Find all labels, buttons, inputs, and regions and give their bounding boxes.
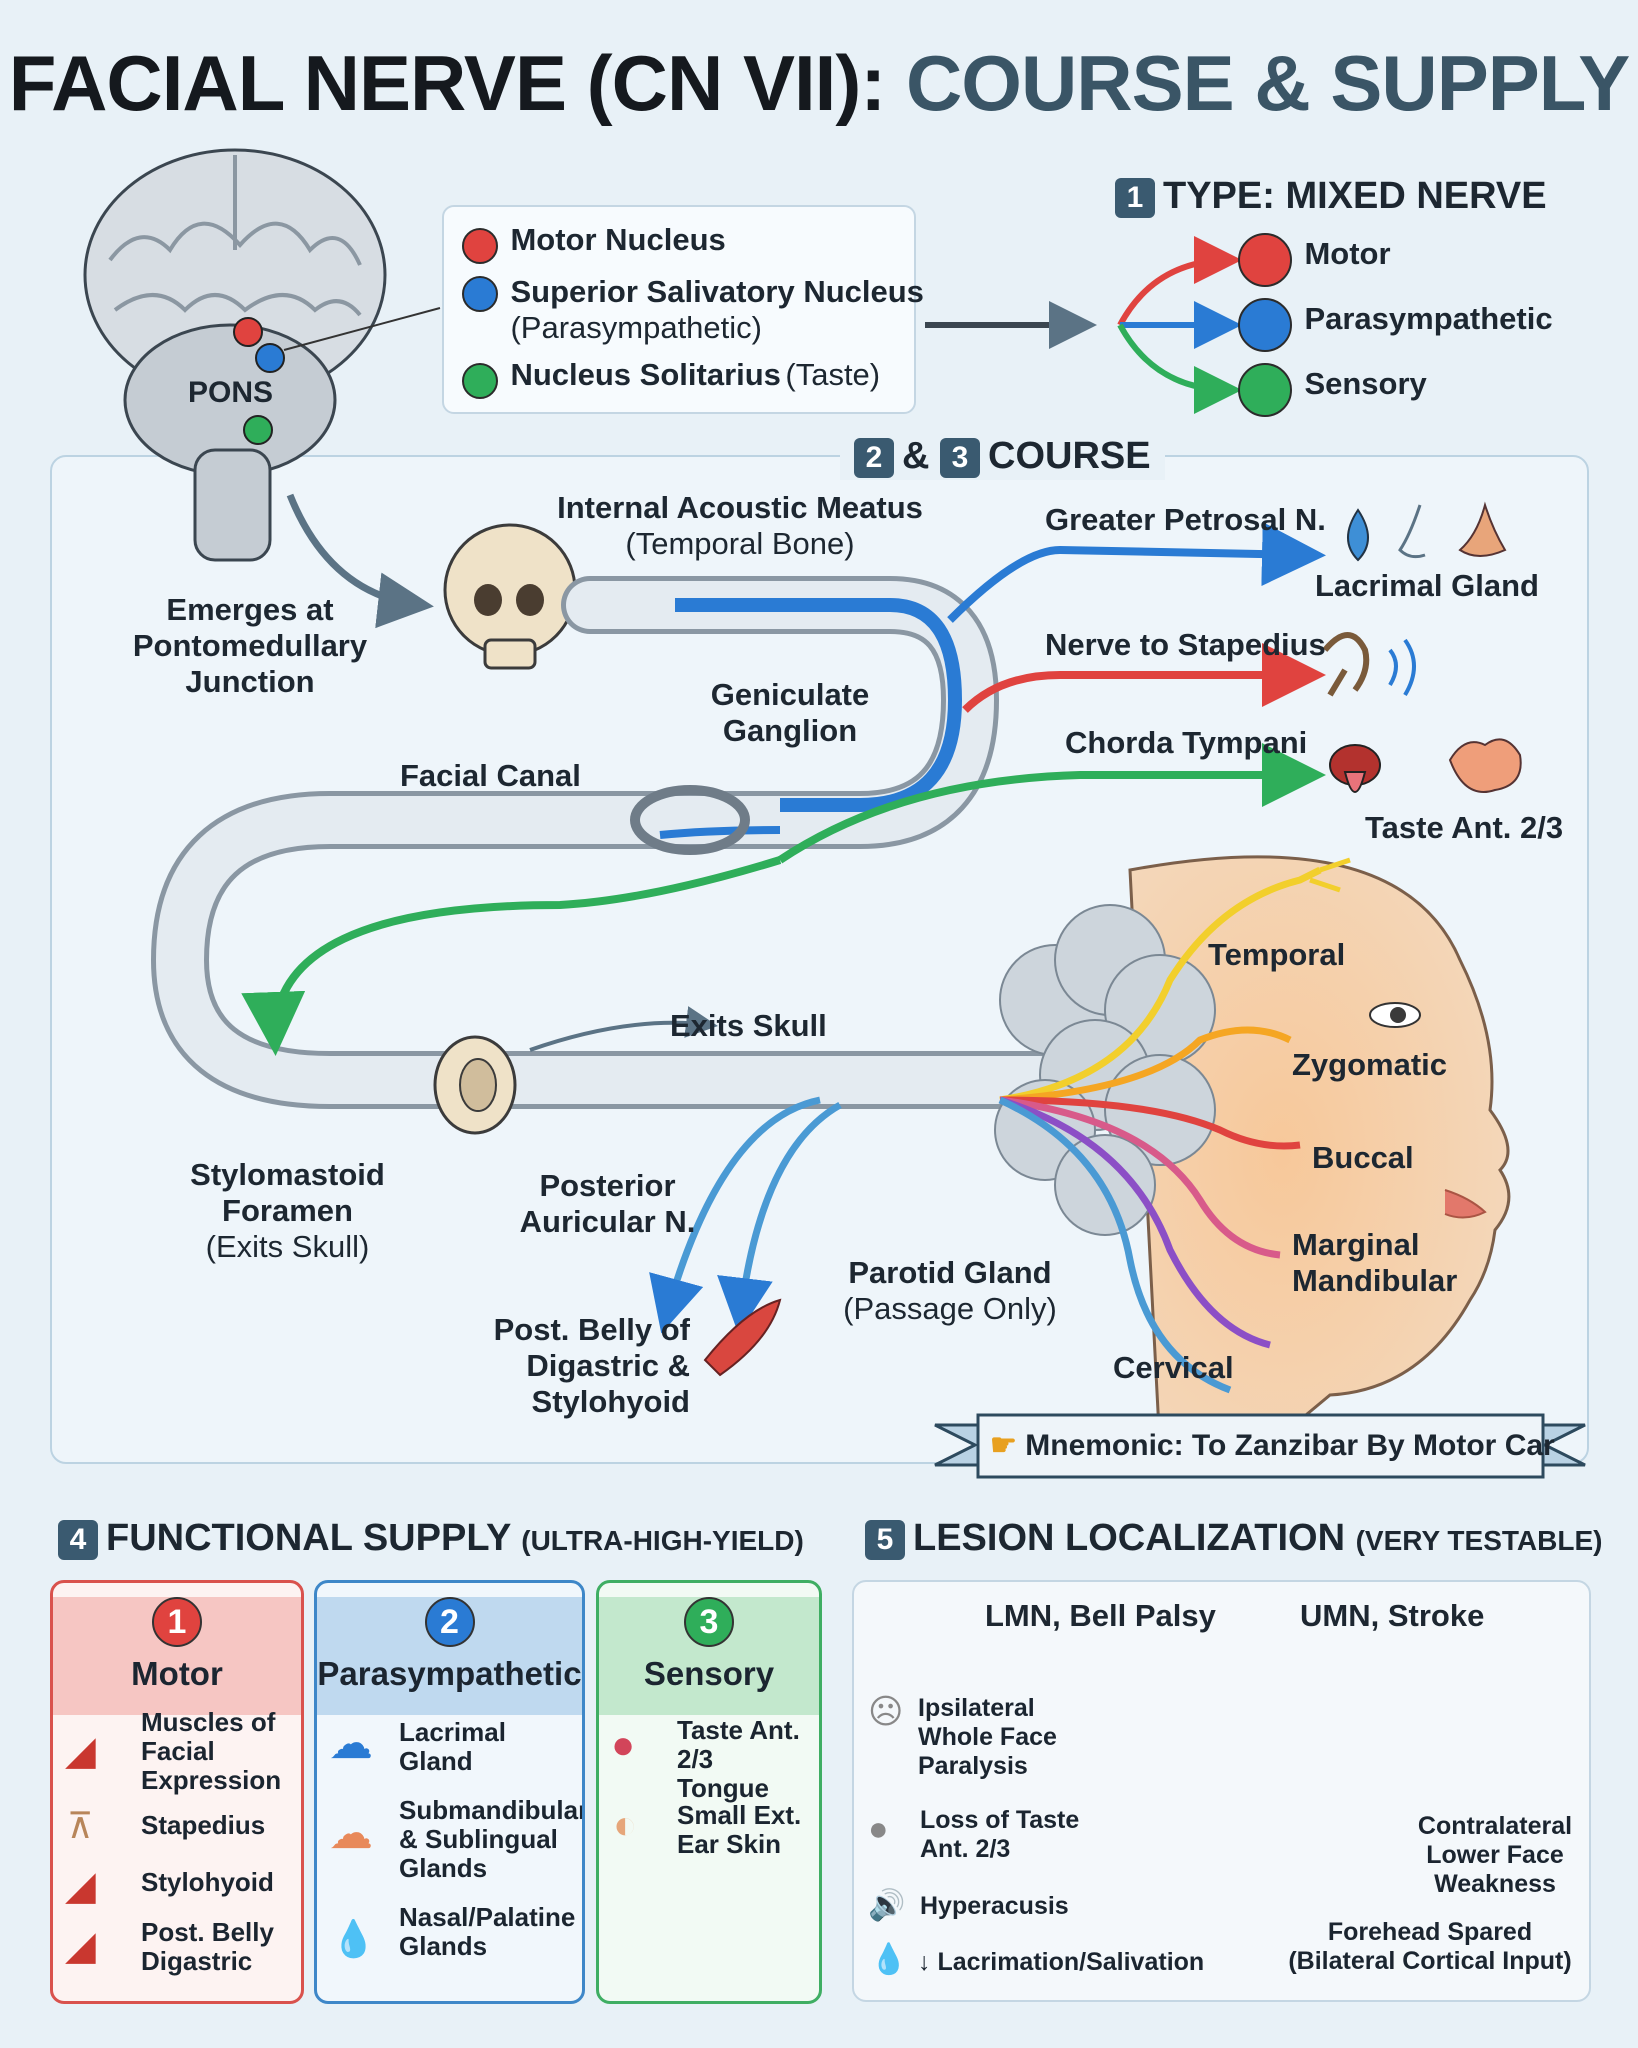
temporal-branch-label: Temporal <box>1208 937 1346 972</box>
muscle-icon: ◢ <box>65 1864 96 1908</box>
type-motor: Motor <box>1238 233 1391 287</box>
stylomastoid-label: Stylomastoid Foramen (Exits Skull) <box>190 1157 385 1264</box>
salivary-gland-icon: ☁ <box>329 1809 373 1858</box>
parasympathetic-card: 2 Parasympathetic ☁ Lacrimal Gland ☁ Sub… <box>314 1580 585 2004</box>
sad-face-icon: ☹ <box>868 1693 904 1731</box>
facial-canal-label: Facial Canal <box>400 758 581 793</box>
sensory-card: 3 Sensory ● Taste Ant. 2/3 Tongue ◐ Smal… <box>596 1580 822 2004</box>
muscle-icon: ◢ <box>65 1729 96 1773</box>
buccal-branch-label: Buccal <box>1312 1140 1414 1175</box>
pons-label: PONS <box>188 376 274 409</box>
stapedius-nerve-label: Nerve to Stapedius <box>1045 627 1326 662</box>
tongue-icon: ● <box>868 1810 889 1848</box>
chorda-tympani-label: Chorda Tympani <box>1065 725 1308 760</box>
lesion-panel <box>852 1580 1591 2002</box>
type-parasympathetic: Parasympathetic <box>1238 298 1553 352</box>
type-sensory: Sensory <box>1238 363 1427 417</box>
drop-icon: 💧 <box>870 1943 908 1976</box>
cervical-branch-label: Cervical <box>1113 1350 1234 1385</box>
post-belly-label: Post. Belly of Digastric & Stylohyoid <box>493 1312 690 1419</box>
greater-petrosal-label: Greater Petrosal N. <box>1045 502 1326 537</box>
stapes-icon: ⊼ <box>67 1805 94 1846</box>
legend-row-solitarius: Nucleus Solitarius (Taste) <box>462 357 880 399</box>
forehead-spared-label: Forehead Spared (Bilateral Cortical Inpu… <box>1288 1918 1572 1975</box>
lacrimal-gland-label: Lacrimal Gland <box>1315 568 1539 603</box>
face-illustration <box>1128 855 1511 1452</box>
nuclei-legend <box>442 205 916 414</box>
tongue-icon: ● <box>611 1723 636 1767</box>
iam-label: Internal Acoustic Meatus (Temporal Bone) <box>557 490 923 561</box>
posterior-auricular-label: Posterior Auricular N. <box>519 1168 696 1239</box>
parotid-label: Parotid Gland (Passage Only) <box>843 1255 1057 1326</box>
lmn-heading: LMN, Bell Palsy <box>985 1598 1216 1633</box>
nose-drop-icon: 💧 <box>331 1918 376 1959</box>
motor-card: 1 Motor ◢ Muscles of Facial Expression ⊼… <box>50 1580 304 2004</box>
legend-row-salivatory: Superior Salivatory Nucleus (Parasympath… <box>462 274 924 346</box>
red-dot-icon <box>462 227 498 264</box>
mnemonic-banner: ☛ Mnemonic: To Zanzibar By Motor Car <box>990 1429 1555 1462</box>
page-title: FACIAL NERVE (CN VII): COURSE & SUPPLY <box>8 39 1631 127</box>
taste-label: Taste Ant. 2/3 <box>1365 810 1564 845</box>
zygomatic-branch-label: Zygomatic <box>1292 1047 1448 1082</box>
skull-illustration <box>443 523 577 670</box>
green-dot-icon <box>462 362 498 399</box>
ear-icon: ◐ <box>613 1803 638 1847</box>
muscle-icon: ◢ <box>65 1924 96 1968</box>
exits-skull-label: Exits Skull <box>670 1008 827 1043</box>
gland-icon <box>1238 298 1292 352</box>
emerges-label: Emerges at Pontomedullary Junction <box>132 592 368 699</box>
umn-heading: UMN, Stroke <box>1300 1598 1485 1633</box>
brain-illustration <box>83 148 441 562</box>
lacrimal-gland-icon: ☁ <box>329 1719 373 1768</box>
marginal-mandibular-label: Marginal Mandibular <box>1292 1227 1458 1298</box>
pointing-hand-icon: ☛ <box>990 1429 1017 1462</box>
legend-row-motor: Motor Nucleus <box>462 222 726 264</box>
muscle-icon <box>1238 233 1292 287</box>
geniculate-label: Geniculate Ganglion <box>710 677 870 748</box>
tongue-icon <box>1238 363 1292 417</box>
blue-dot-icon <box>462 276 498 312</box>
speaker-icon: 🔊 <box>868 1889 906 1922</box>
